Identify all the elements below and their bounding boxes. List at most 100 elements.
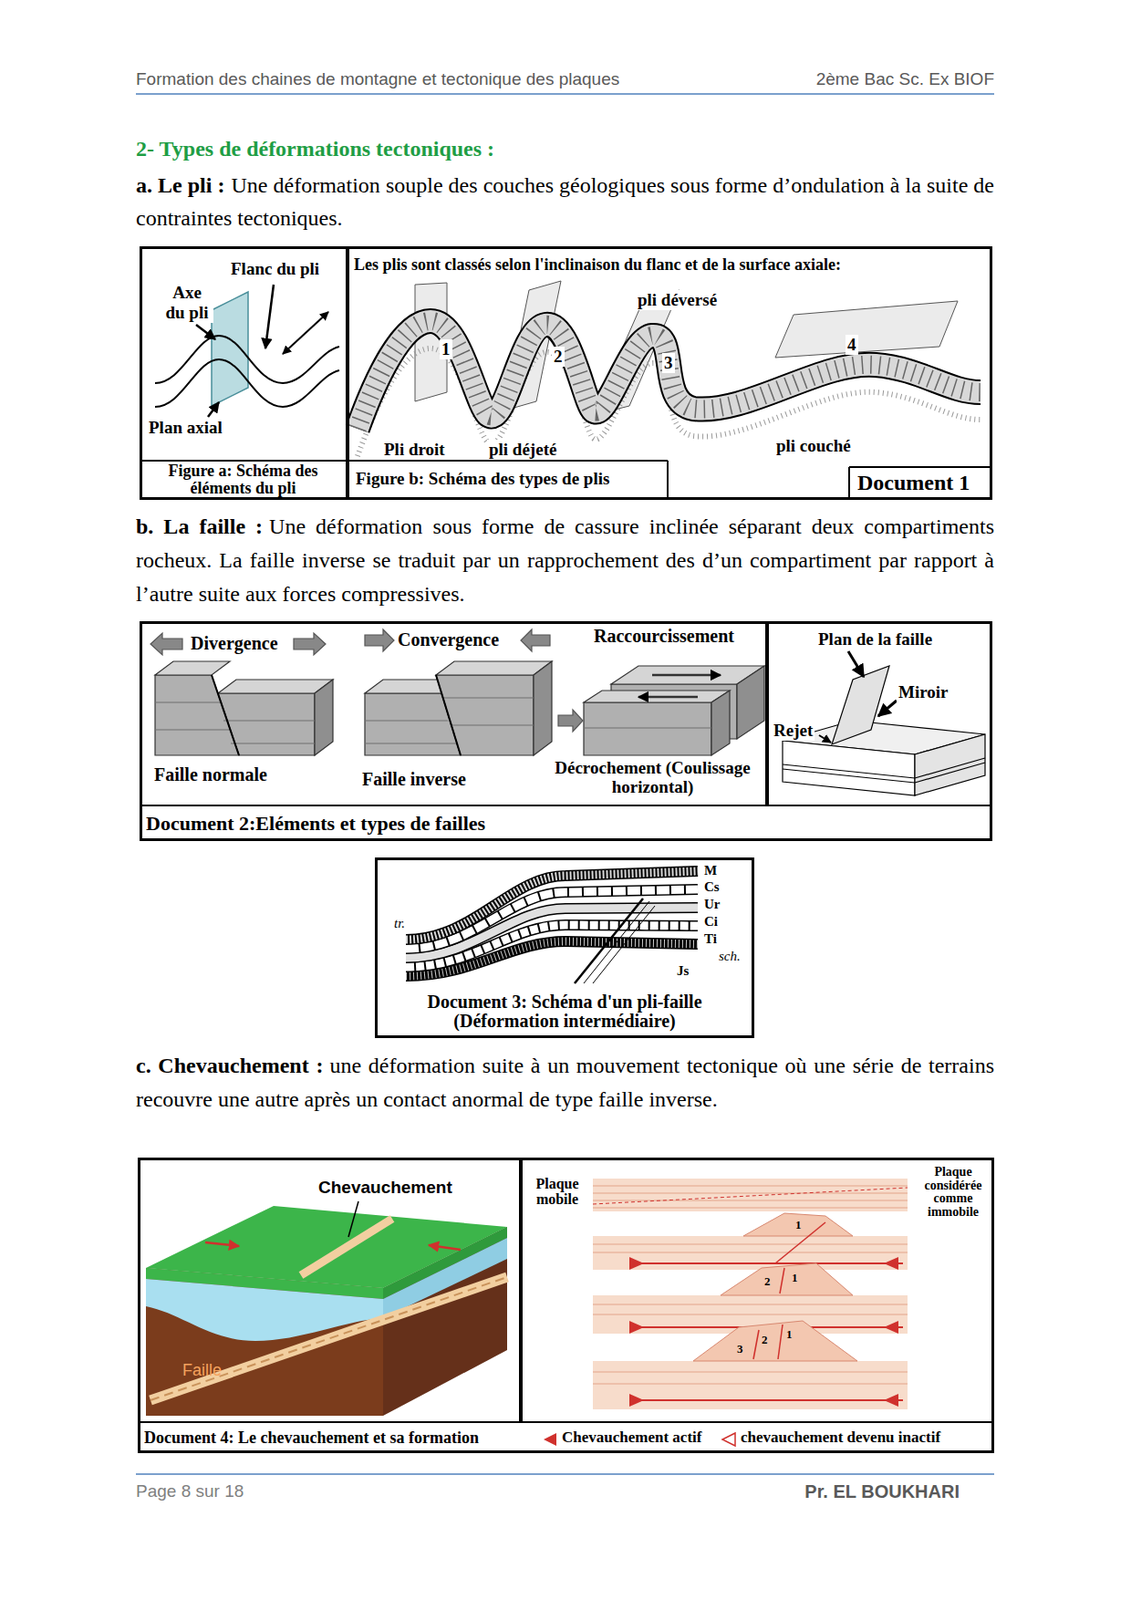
paragraph: b. La faille :Une déformation sous forme…	[135, 509, 995, 612]
thrust-formation-diagrams	[592, 1304, 908, 1306]
thrust-formation-diagrams	[720, 1263, 853, 1296]
figure-label: Plaque mobile	[525, 1176, 590, 1208]
fold-fault-figure	[592, 905, 655, 984]
fault-blocks	[293, 632, 326, 655]
figure-panel: Les plis sont classés selon l'inclinaiso…	[347, 246, 993, 500]
fault-blocks	[435, 674, 534, 756]
fault-blocks	[230, 742, 315, 744]
figure-label: Pli droit	[382, 439, 447, 460]
figure-label: 3	[662, 352, 675, 374]
fault-elements-figure	[782, 740, 915, 796]
legend-text: chevauchement devenu inactif	[740, 1428, 941, 1447]
thrust-formation-diagrams	[629, 1320, 644, 1334]
fold-elements-figure	[282, 311, 329, 354]
figure-panel: Divergence Convergence RaccourcissementFai…	[139, 621, 768, 807]
thrust-block-diagram	[428, 1245, 461, 1250]
caption-divider	[139, 459, 668, 462]
callout-number: 2	[759, 1333, 770, 1348]
document-frame: Document 2:Eléments et types de faillesD…	[139, 621, 993, 841]
fault-blocks	[150, 632, 183, 655]
page-rule	[135, 1473, 995, 1475]
thrust-formation-diagrams	[693, 1320, 858, 1361]
fault-blocks	[583, 726, 712, 728]
figure-label: pli déversé	[635, 290, 719, 311]
figure-label: Raccourcissement	[591, 625, 737, 647]
fault-blocks	[442, 696, 534, 698]
document-label: Document 3: Schéma d'un pli-faille (Défo…	[391, 992, 738, 1031]
thrust-formation-diagrams	[629, 1393, 644, 1407]
thrust-formation-diagrams	[629, 1256, 644, 1270]
fold-elements-figure	[155, 335, 340, 384]
legend-text: Chevauchement actif	[561, 1428, 702, 1447]
thrust-block-diagram	[145, 1205, 508, 1288]
thrust-block-diagram	[348, 1201, 359, 1237]
figure-label: M	[702, 862, 719, 879]
fault-blocks	[583, 702, 712, 756]
figure-panel: ChevauchementFaille	[137, 1157, 521, 1423]
thrust-formation-diagrams	[592, 1383, 908, 1385]
figure-label: pli déjeté	[487, 439, 559, 460]
document-frame: tr.MCsUrCiTisch.JsDocument 3: Schéma d'u…	[374, 857, 755, 1038]
callout-number: 1	[793, 1218, 804, 1233]
thrust-formation-diagrams	[778, 1324, 783, 1360]
fault-elements-figure	[878, 700, 897, 716]
caption-divider	[139, 460, 993, 500]
document-label: Document 1	[857, 470, 970, 497]
fold-types-figure	[357, 321, 981, 429]
fold-types-figure	[357, 321, 981, 429]
thrust-formation-diagrams	[592, 1207, 908, 1209]
figure-label: Divergence	[188, 632, 281, 654]
paragraph: a. Le pli :Une déformation souple des co…	[135, 168, 995, 235]
thrust-formation-diagrams	[592, 1185, 908, 1187]
figure-panel: Plaque mobilePlaque considérée comme imm…	[520, 1157, 995, 1423]
fold-types-figure	[357, 280, 981, 457]
callout-number: 1	[784, 1328, 795, 1342]
caption-divider	[848, 466, 851, 500]
section-title: 2- Types de déformations tectoniques :	[135, 136, 495, 163]
term-heading: c. Chevauchement :	[135, 1053, 323, 1078]
figure-label: pli couché	[774, 435, 853, 457]
fault-elements-figure	[831, 665, 890, 745]
figure-label: Plan axial	[146, 417, 225, 438]
fold-fault-figure	[405, 889, 698, 949]
legend-swatch	[543, 1432, 557, 1446]
fault-blocks	[364, 719, 448, 721]
figure-caption: Figure a: Schéma des éléments du pli	[163, 462, 323, 498]
fault-blocks	[155, 674, 239, 756]
fault-elements-figure	[914, 734, 986, 796]
figure-label: Convergence	[395, 629, 501, 651]
fault-blocks	[736, 665, 765, 739]
thrust-formation-diagrams	[592, 1244, 908, 1246]
thrust-formation-diagrams	[743, 1213, 853, 1236]
thrust-formation-diagrams	[638, 1262, 903, 1265]
document-frame: Document 1Flanc du pliAxe du pliPlan axi…	[139, 246, 993, 500]
fault-elements-figure	[914, 762, 986, 783]
figure-label: Faille inverse	[360, 768, 468, 790]
fold-elements-figure	[155, 359, 340, 407]
definition-text: Une déformation souple des couches géolo…	[135, 173, 995, 230]
thrust-formation-diagrams	[753, 1329, 759, 1360]
fault-blocks	[211, 674, 239, 756]
fault-blocks	[155, 728, 230, 730]
figure-label: Faille normale	[152, 764, 270, 786]
fault-elements-figure	[819, 735, 831, 743]
document-frame: Document 4: Le chevauchement et sa forma…	[137, 1157, 995, 1453]
fault-blocks	[558, 709, 583, 732]
figure-label: Ti	[702, 931, 719, 947]
fault-blocks	[364, 629, 395, 652]
thrust-block-diagram	[300, 1218, 393, 1276]
fold-fault-figure	[405, 871, 698, 940]
definition-text: Une déformation sous forme de cassure in…	[135, 514, 995, 606]
figure-label: Cs	[702, 879, 722, 895]
author-name: Pr. EL BOUKHARI	[804, 1481, 960, 1503]
fault-blocks	[638, 695, 698, 699]
running-header: Formation des chaines de montagne et tec…	[135, 69, 620, 90]
running-header: 2ème Bac Sc. Ex BIOF	[816, 69, 995, 90]
fold-fault-figure	[574, 898, 644, 984]
fault-blocks	[451, 724, 534, 726]
figure-label: Miroir	[896, 682, 951, 703]
callout-number: 2	[762, 1275, 773, 1289]
figure-label: Axe du pli	[160, 282, 214, 323]
thrust-formation-diagrams	[883, 1256, 899, 1270]
